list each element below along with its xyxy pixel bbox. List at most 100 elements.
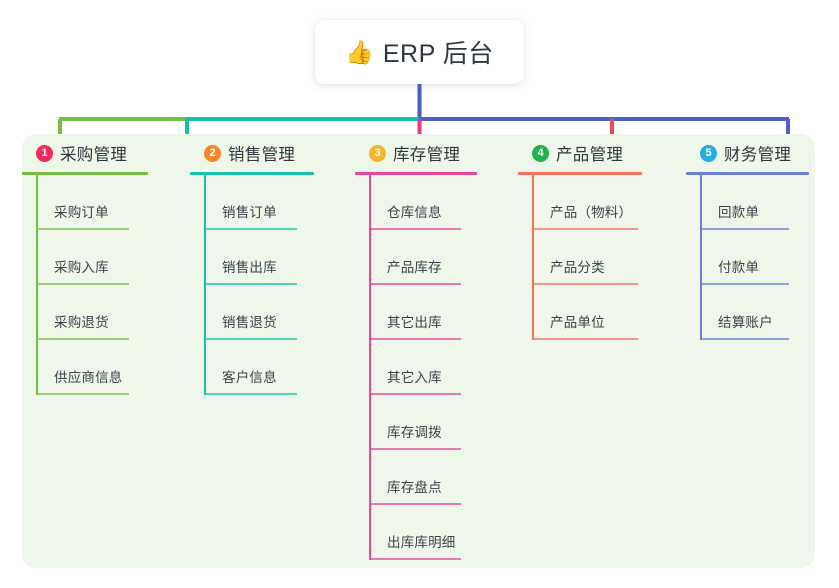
column-header[interactable]: 2 销售管理 [190,140,314,166]
diagram-panel [22,134,815,568]
list-item-rule [369,393,461,395]
column-spine [532,175,534,340]
list-item-rule [204,283,297,285]
list-item-rule [369,448,461,450]
column-title: 产品管理 [556,146,624,164]
list-item-label: 销售退货 [222,315,277,330]
list-item[interactable]: 销售出库 [190,230,314,285]
list-item[interactable]: 结算账户 [686,285,809,340]
list-item[interactable]: 其它入库 [355,340,477,395]
column-item-list: 仓库信息产品库存其它出库其它入库库存调拨库存盘点出库库明细 [355,175,477,560]
column-header-rule [22,172,148,175]
list-item-label: 其它出库 [387,315,442,330]
list-item[interactable]: 库存盘点 [355,450,477,505]
list-item-label: 结算账户 [718,315,773,330]
column-title: 财务管理 [724,146,792,164]
column-badge-4: 4 [532,144,549,162]
column-sales: 2 销售管理销售订单销售出库销售退货客户信息 [190,140,314,395]
list-item-label: 销售出库 [222,260,277,275]
list-item[interactable]: 出库库明细 [355,505,477,560]
column-header-rule [355,172,477,175]
list-item-label: 产品单位 [550,315,605,330]
list-item-rule [204,228,297,230]
list-item-rule [700,338,789,340]
list-item[interactable]: 供应商信息 [22,340,148,395]
list-item[interactable]: 仓库信息 [355,175,477,230]
column-spine [204,175,206,395]
list-item[interactable]: 采购入库 [22,230,148,285]
column-badge-1: 1 [36,144,53,162]
list-item[interactable]: 回款单 [686,175,809,230]
column-header-rule [686,172,809,175]
column-product: 4 产品管理产品（物料） 产品分类产品单位 [518,140,642,340]
column-item-list: 回款单付款单结算账户 [686,175,809,340]
list-item-label: 采购订单 [54,205,109,220]
column-header-rule [190,172,314,175]
column-header[interactable]: 4 产品管理 [518,140,642,166]
list-item-label: 回款单 [718,205,760,220]
column-title: 库存管理 [393,146,461,164]
list-item-label: 供应商信息 [54,370,123,385]
column-header[interactable]: 1 采购管理 [22,140,148,166]
list-item-rule [532,283,638,285]
column-item-list: 产品（物料） 产品分类产品单位 [518,175,642,340]
column-title: 销售管理 [228,146,296,164]
list-item-rule [369,283,461,285]
column-item-list: 销售订单销售出库销售退货客户信息 [190,175,314,395]
column-inventory: 3 库存管理仓库信息产品库存其它出库其它入库库存调拨库存盘点出库库明细 [355,140,477,560]
list-item-rule [369,338,461,340]
list-item[interactable]: 产品单位 [518,285,642,340]
list-item[interactable]: 产品库存 [355,230,477,285]
list-item-label: 其它入库 [387,370,442,385]
column-header[interactable]: 5 财务管理 [686,140,809,166]
list-item[interactable]: 产品（物料） [518,175,642,230]
list-item-label: 产品（物料） [550,205,633,220]
list-item-rule [36,228,129,230]
list-item-rule [204,338,297,340]
list-item-label: 采购入库 [54,260,109,275]
list-item[interactable]: 销售订单 [190,175,314,230]
list-item-label: 销售订单 [222,205,277,220]
list-item[interactable]: 客户信息 [190,340,314,395]
column-badge-2: 2 [204,144,221,162]
thumbs-up-icon: 👍 [345,38,374,65]
column-item-list: 采购订单采购入库采购退货供应商信息 [22,175,148,395]
list-item[interactable]: 其它出库 [355,285,477,340]
list-item[interactable]: 采购订单 [22,175,148,230]
column-spine [36,175,38,395]
list-item-label: 客户信息 [222,370,277,385]
list-item[interactable]: 采购退货 [22,285,148,340]
column-title: 采购管理 [60,146,128,164]
list-item-label: 库存调拨 [387,425,442,440]
root-node-card[interactable]: 👍 ERP 后台 [315,20,524,84]
list-item-rule [36,283,129,285]
list-item-rule [369,558,461,560]
list-item-rule [532,338,638,340]
list-item-rule [204,393,297,395]
list-item[interactable]: 销售退货 [190,285,314,340]
column-header[interactable]: 3 库存管理 [355,140,477,166]
list-item-label: 出库库明细 [387,535,456,550]
list-item-label: 仓库信息 [387,205,442,220]
list-item-label: 产品库存 [387,260,442,275]
list-item-rule [36,338,129,340]
list-item-rule [532,228,638,230]
list-item-label: 库存盘点 [387,480,442,495]
column-finance: 5 财务管理回款单付款单结算账户 [686,140,809,340]
root-node-label: ERP 后台 [382,40,494,68]
list-item-rule [36,393,129,395]
column-spine [700,175,702,340]
column-badge-3: 3 [369,144,386,162]
list-item[interactable]: 产品分类 [518,230,642,285]
list-item-label: 付款单 [718,260,760,275]
column-header-rule [518,172,642,175]
column-badge-5: 5 [700,144,717,162]
list-item-rule [700,228,789,230]
list-item-rule [369,503,461,505]
column-purchasing: 1 采购管理采购订单采购入库采购退货供应商信息 [22,140,148,395]
list-item-label: 产品分类 [550,260,605,275]
list-item-label: 采购退货 [54,315,109,330]
column-spine [369,175,371,560]
list-item[interactable]: 库存调拨 [355,395,477,450]
list-item[interactable]: 付款单 [686,230,809,285]
